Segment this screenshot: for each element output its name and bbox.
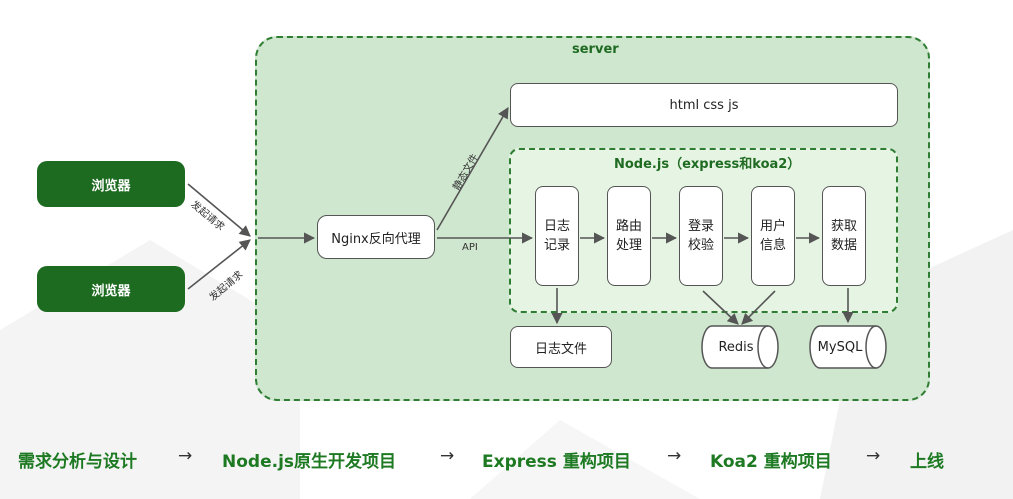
mysql-cylinder xyxy=(809,325,887,369)
redis-label: Redis xyxy=(718,340,754,355)
mysql-label: MySQL xyxy=(817,340,863,355)
flow-step-2: Node.js原生开发项目 xyxy=(222,452,397,472)
module-login: 登录 校验 xyxy=(679,186,723,286)
browser-node-2: 浏览器 xyxy=(37,266,185,312)
flow-arrow-4: → xyxy=(866,446,881,466)
static-files-node: html css js xyxy=(510,83,898,127)
module-user: 用户 信息 xyxy=(751,186,795,286)
flow-step-5: 上线 xyxy=(910,452,944,472)
module-router: 路由 处理 xyxy=(607,186,651,286)
flow-step-3: Express 重构项目 xyxy=(482,452,631,472)
redis-cylinder xyxy=(701,325,779,369)
flow-step-4: Koa2 重构项目 xyxy=(710,452,832,472)
module-data: 获取 数据 xyxy=(822,186,866,286)
nodejs-label: Node.js（express和koa2） xyxy=(614,157,801,172)
nginx-node: Nginx反向代理 xyxy=(317,215,435,259)
flow-arrow-2: → xyxy=(440,446,455,466)
flow-arrow-3: → xyxy=(667,446,682,466)
flow-step-1: 需求分析与设计 xyxy=(18,452,137,472)
module-log: 日志 记录 xyxy=(535,186,579,286)
flow-arrow-1: → xyxy=(178,446,193,466)
browser-node-1: 浏览器 xyxy=(37,161,185,207)
edge-label-api: API xyxy=(462,242,478,253)
log-file-node: 日志文件 xyxy=(510,326,612,368)
server-label: server xyxy=(572,42,619,57)
